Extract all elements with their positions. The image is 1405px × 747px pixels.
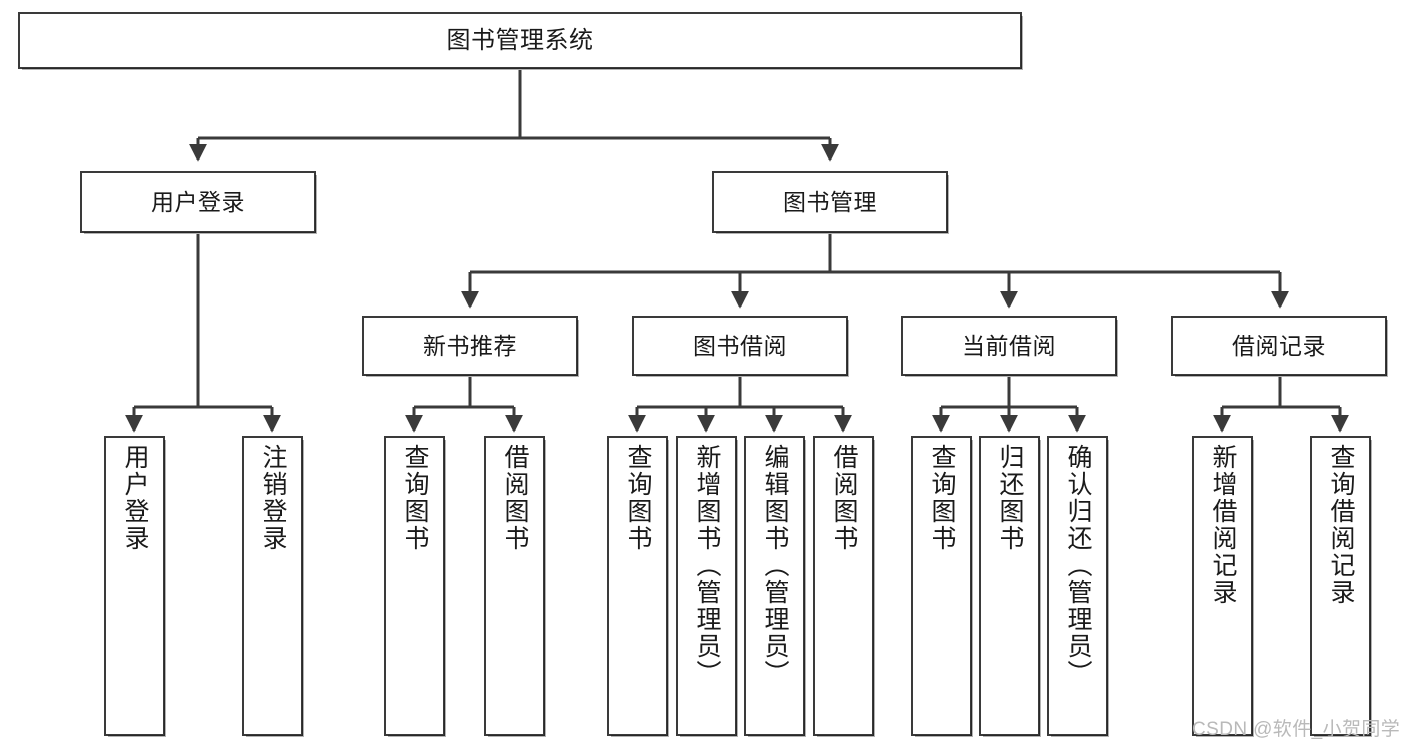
node-leaf-record-query-label: 查询借阅记录 [1327, 444, 1355, 606]
node-leaf-current-return-book-label: 归还图书 [996, 444, 1024, 552]
node-new-book-recommend[interactable]: 新书推荐 [362, 316, 579, 377]
node-leaf-recommend-query-book[interactable]: 查询图书 [384, 436, 446, 737]
node-leaf-current-query-book-label: 查询图书 [928, 444, 956, 552]
node-leaf-current-confirm-return[interactable]: 确认归还（管理员） [1047, 436, 1109, 737]
csdn-watermark: CSDN @软件_小贺同学 [1192, 719, 1401, 740]
node-leaf-borrow-borrow-book[interactable]: 借阅图书 [813, 436, 875, 737]
node-leaf-borrow-add-book[interactable]: 新增图书（管理员） [676, 436, 738, 737]
node-book-borrow-label: 图书借阅 [693, 332, 787, 359]
node-root[interactable]: 图书管理系统 [18, 12, 1023, 70]
node-leaf-recommend-borrow-book[interactable]: 借阅图书 [484, 436, 546, 737]
node-borrow-record[interactable]: 借阅记录 [1171, 316, 1388, 377]
node-current-borrow-label: 当前借阅 [962, 332, 1056, 359]
node-leaf-user-login[interactable]: 用户登录 [104, 436, 166, 737]
node-leaf-borrow-add-book-label: 新增图书（管理员） [693, 444, 721, 687]
node-leaf-current-return-book[interactable]: 归还图书 [979, 436, 1041, 737]
node-leaf-current-query-book[interactable]: 查询图书 [911, 436, 973, 737]
node-user-login[interactable]: 用户登录 [80, 171, 317, 234]
node-book-borrow[interactable]: 图书借阅 [632, 316, 849, 377]
node-leaf-record-add[interactable]: 新增借阅记录 [1192, 436, 1254, 737]
node-leaf-borrow-query-book-label: 查询图书 [624, 444, 652, 552]
node-user-login-label: 用户登录 [151, 188, 245, 215]
node-leaf-borrow-query-book[interactable]: 查询图书 [607, 436, 669, 737]
node-leaf-user-logout-label: 注销登录 [259, 444, 287, 552]
node-leaf-record-query[interactable]: 查询借阅记录 [1310, 436, 1372, 737]
node-leaf-borrow-edit-book-label: 编辑图书（管理员） [761, 444, 789, 687]
node-leaf-user-login-label: 用户登录 [121, 444, 149, 552]
node-root-label: 图书管理系统 [446, 26, 594, 54]
node-leaf-record-add-label: 新增借阅记录 [1209, 444, 1237, 606]
node-book-management[interactable]: 图书管理 [712, 171, 949, 234]
node-leaf-recommend-query-book-label: 查询图书 [401, 444, 429, 552]
node-borrow-record-label: 借阅记录 [1232, 332, 1326, 359]
node-leaf-borrow-edit-book[interactable]: 编辑图书（管理员） [744, 436, 806, 737]
node-leaf-current-confirm-return-label: 确认归还（管理员） [1064, 444, 1092, 687]
node-book-management-label: 图书管理 [783, 188, 877, 215]
node-leaf-recommend-borrow-book-label: 借阅图书 [501, 444, 529, 552]
node-current-borrow[interactable]: 当前借阅 [901, 316, 1118, 377]
node-leaf-user-logout[interactable]: 注销登录 [242, 436, 304, 737]
node-leaf-borrow-borrow-book-label: 借阅图书 [830, 444, 858, 552]
node-new-book-recommend-label: 新书推荐 [423, 332, 517, 359]
